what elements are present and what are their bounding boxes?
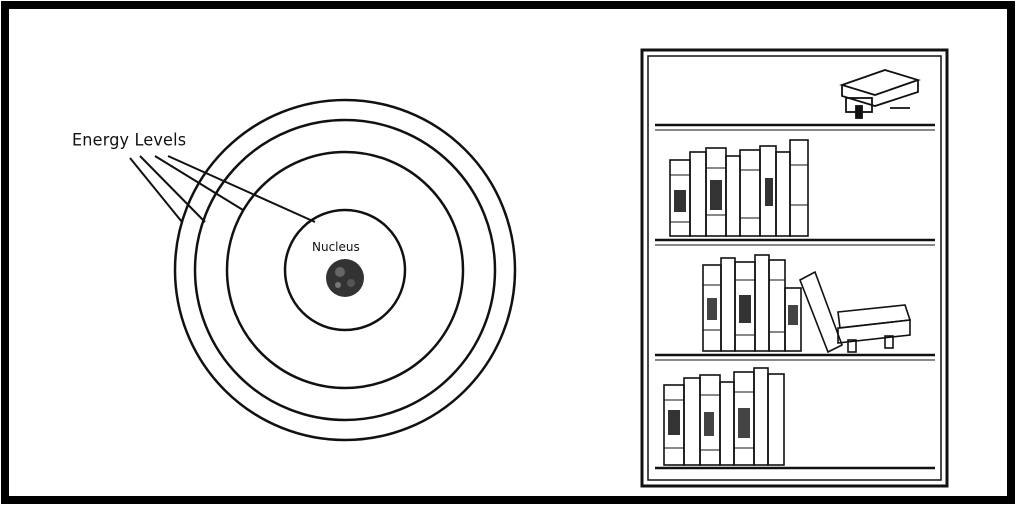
shelf-3-books	[702, 254, 912, 354]
nucleus-core	[326, 259, 364, 297]
energy-level-ring-4	[283, 208, 407, 332]
energy-level-ring-1	[173, 98, 517, 442]
shelf-1-books	[839, 69, 921, 119]
shelf-2-books	[669, 139, 809, 237]
bookshelf	[640, 48, 949, 488]
pointer-line-4	[167, 155, 316, 223]
energy-level-ring-3	[225, 150, 465, 390]
pointer-line-3	[154, 155, 244, 211]
shelf-4-books	[663, 367, 785, 466]
bookshelf-frame	[640, 48, 949, 488]
nucleus	[326, 259, 364, 297]
energy-levels-label: Energy Levels	[72, 129, 187, 150]
energy-level-ring-2	[193, 118, 497, 422]
pointer-line-1	[129, 157, 183, 223]
energy-levels-pointers	[129, 155, 316, 223]
atom-diagram	[173, 98, 517, 442]
nucleus-label: Nucleus	[312, 240, 360, 254]
pointer-line-2	[139, 155, 206, 223]
